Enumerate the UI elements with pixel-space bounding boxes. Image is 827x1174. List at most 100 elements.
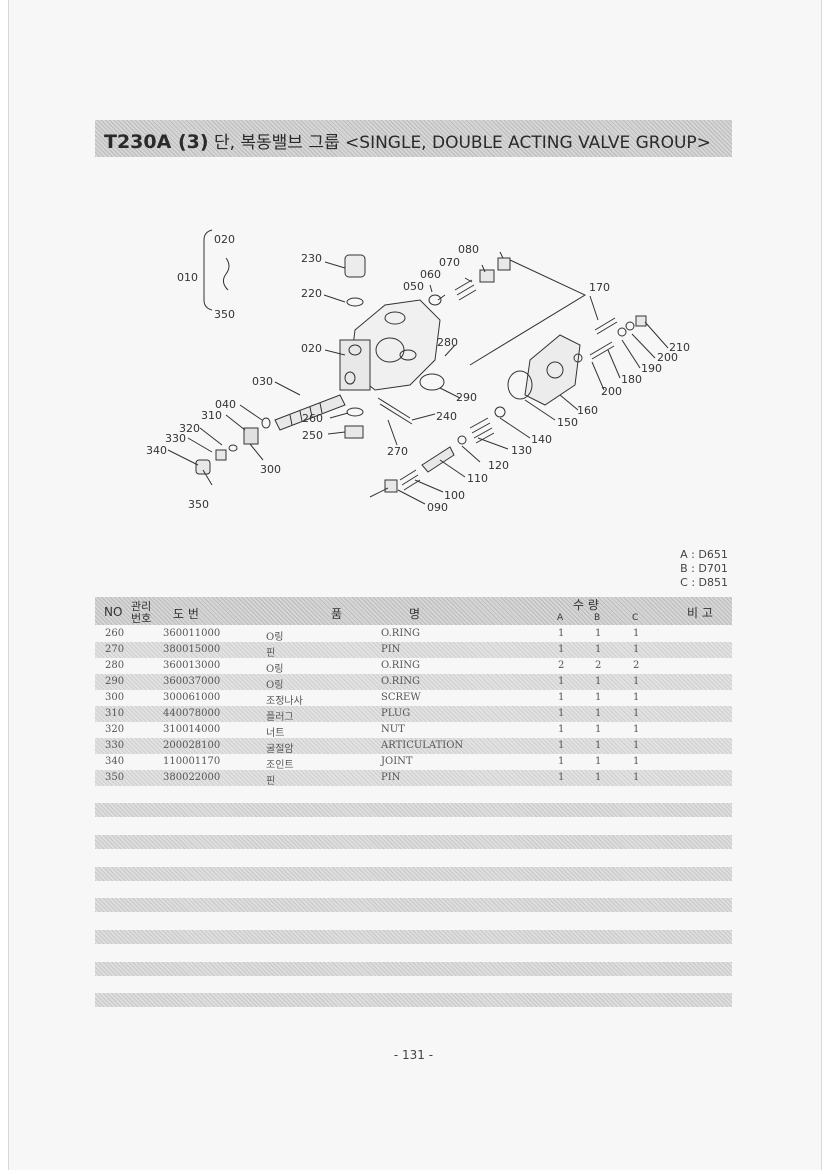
callout-label: 060	[420, 268, 441, 281]
cell-qty-c: 1	[633, 740, 640, 751]
cell-qty-b: 1	[595, 692, 602, 703]
cell-qty-c: 1	[633, 756, 640, 767]
cell-part: 360037000	[163, 676, 221, 687]
cell-name-en: SCREW	[381, 692, 421, 703]
cell-part: 380015000	[163, 644, 221, 655]
cell-qty-b: 2	[595, 660, 602, 671]
empty-row	[95, 898, 732, 912]
cell-name-en: PIN	[381, 644, 401, 655]
header-c: C	[632, 613, 639, 623]
cell-qty-b: 1	[595, 756, 602, 767]
callout-label: 300	[260, 463, 281, 476]
cell-name-en: O.RING	[381, 676, 421, 687]
callout-label: 320	[179, 422, 200, 435]
cell-no: 280	[105, 660, 125, 671]
table-row: 300 300061000 조정나사 SCREW 1 1 1	[95, 690, 732, 707]
cell-no: 300	[105, 692, 125, 703]
callout-label: 180	[621, 373, 642, 386]
empty-row	[95, 993, 732, 1007]
cell-qty-c: 1	[633, 772, 640, 783]
cell-qty-c: 1	[633, 628, 640, 639]
cell-qty-a: 2	[558, 660, 565, 671]
callout-label: 220	[301, 287, 322, 300]
callout-label: 250	[302, 429, 323, 442]
cell-qty-a: 1	[558, 740, 565, 751]
header-name: 명	[409, 607, 421, 621]
callout-label: 280	[437, 336, 458, 349]
cell-no: 270	[105, 644, 125, 655]
cell-qty-a: 1	[558, 692, 565, 703]
callout-label: 030	[252, 375, 273, 388]
cell-part: 360013000	[163, 660, 221, 671]
cell-part: 360011000	[163, 628, 221, 639]
cell-name-kr: O링	[266, 664, 284, 675]
callout-label: 350	[214, 308, 235, 321]
variant-b: B : D701	[680, 562, 728, 575]
cell-qty-c: 1	[633, 692, 640, 703]
cell-name-en: PLUG	[381, 708, 411, 719]
callout-label: 050	[403, 280, 424, 293]
variant-a: A : D651	[680, 548, 728, 561]
header-a: A	[557, 613, 564, 623]
cell-part: 440078000	[163, 708, 221, 719]
callout-label: 270	[387, 445, 408, 458]
callout-label: 090	[427, 501, 448, 514]
callout-label: 310	[201, 409, 222, 422]
callout-label: 230	[301, 252, 322, 265]
callout-label: 160	[577, 404, 598, 417]
callout-label: 130	[511, 444, 532, 457]
cell-name-kr: O링	[266, 632, 284, 643]
callout-label: 110	[467, 472, 488, 485]
callout-label: 200	[601, 385, 622, 398]
callout-label: 040	[215, 398, 236, 411]
table-row: 290 360037000 O링 O.RING 1 1 1	[95, 674, 732, 691]
header-drawing: 도 번	[173, 607, 199, 621]
callout-label: 080	[458, 243, 479, 256]
exploded-diagram: 020 010 350 230 220 020 080 070 060 050 …	[146, 229, 690, 514]
table-row: 350 380022000 핀 PIN 1 1 1	[95, 770, 732, 787]
cell-part: 380022000	[163, 772, 221, 783]
cell-name-en: JOINT	[381, 756, 413, 767]
title-description: 단, 복동밸브 그룹 <SINGLE, DOUBLE ACTING VALVE …	[213, 133, 711, 153]
cell-no: 260	[105, 628, 125, 639]
table-row: 270 380015000 핀 PIN 1 1 1	[95, 642, 732, 659]
table-header: NO 관리 번호 도 번 품 명 수 량 A B C 비 고	[95, 597, 732, 625]
header-b: B	[594, 613, 601, 623]
cell-part: 310014000	[163, 724, 221, 735]
variant-c: C : D851	[680, 576, 728, 589]
cell-no: 290	[105, 676, 125, 687]
callout-label: 020	[214, 233, 235, 246]
header-qty: 수 량	[573, 598, 599, 612]
cell-qty-a: 1	[558, 756, 565, 767]
cell-qty-b: 1	[595, 708, 602, 719]
cell-qty-c: 1	[633, 644, 640, 655]
table-row: 280 360013000 O링 O.RING 2 2 2	[95, 658, 732, 675]
cell-part: 300061000	[163, 692, 221, 703]
cell-name-en: PIN	[381, 772, 401, 783]
empty-row	[95, 835, 732, 849]
table-row: 320 310014000 너트 NUT 1 1 1	[95, 722, 732, 739]
empty-row	[95, 867, 732, 881]
model-variants: A : D651 B : D701 C : D851	[680, 548, 728, 590]
cell-qty-b: 1	[595, 676, 602, 687]
callout-label: 170	[589, 281, 610, 294]
callout-label: 260	[302, 412, 323, 425]
table-row: 340 110001170 조인트 JOINT 1 1 1	[95, 754, 732, 771]
callout-label: 210	[669, 341, 690, 354]
header-no: NO	[104, 605, 123, 619]
header-mgmt-1: 관리	[131, 600, 152, 613]
header-remark: 비 고	[687, 606, 713, 620]
title-code: T230A (3)	[104, 131, 209, 153]
page-number: - 131 -	[393, 1048, 434, 1062]
cell-name-kr: 조정나사	[266, 696, 303, 707]
cell-qty-a: 1	[558, 708, 565, 719]
cell-name-kr: 너트	[266, 728, 285, 739]
cell-qty-c: 1	[633, 676, 640, 687]
callout-label: 240	[436, 410, 457, 423]
cell-qty-c: 2	[633, 660, 640, 671]
cell-name-kr: 조인트	[266, 760, 294, 771]
cell-name-kr: 굴절암	[266, 744, 294, 755]
cell-qty-a: 1	[558, 628, 565, 639]
cell-qty-a: 1	[558, 724, 565, 735]
empty-row	[95, 962, 732, 976]
